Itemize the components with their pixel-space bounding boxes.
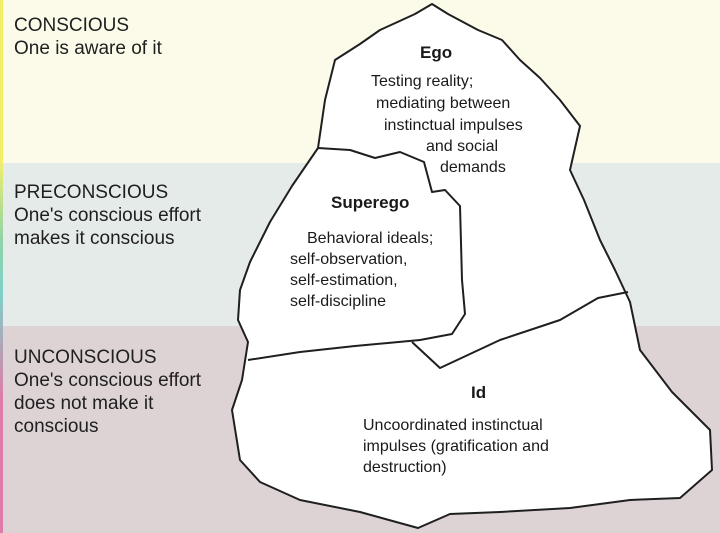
- preconscious-label: PRECONSCIOUS One's conscious effort make…: [14, 181, 201, 250]
- id-title: Id: [471, 383, 487, 402]
- unconscious-label: UNCONSCIOUS One's conscious effort does …: [14, 346, 201, 438]
- id-line-2: impulses (gratification and: [363, 438, 549, 455]
- conscious-description: One is aware of it: [14, 38, 162, 59]
- ego-superego-boundary: [247, 147, 466, 361]
- preconscious-description-line-2: makes it conscious: [14, 228, 175, 249]
- unconscious-description-line-2: does not make it: [14, 393, 154, 414]
- superego-line-3: self-estimation,: [290, 272, 398, 289]
- ego-id-boundary: [411, 291, 629, 369]
- unconscious-title: UNCONSCIOUS: [14, 347, 157, 368]
- ego-title: Ego: [420, 43, 453, 62]
- ego-line-2: mediating between: [376, 95, 511, 112]
- conscious-label: CONSCIOUS One is aware of it: [14, 14, 162, 60]
- superego-line-2: self-observation,: [290, 251, 408, 268]
- ego-line-5: demands: [440, 159, 506, 176]
- preconscious-description-line-1: One's conscious effort: [14, 205, 202, 226]
- unconscious-description-line-3: conscious: [14, 416, 99, 437]
- ego-line-4: and social: [426, 138, 499, 155]
- superego-title: Superego: [331, 193, 410, 212]
- ego-line-1: Testing reality;: [371, 73, 474, 90]
- superego-line-1: Behavioral ideals;: [307, 230, 434, 247]
- id-line-1: Uncoordinated instinctual: [363, 417, 543, 434]
- ego-line-3: instinctual impulses: [384, 117, 523, 134]
- color-edge-strip: [0, 0, 3, 533]
- iceberg-outline: [231, 3, 713, 529]
- preconscious-title: PRECONSCIOUS: [14, 182, 169, 203]
- superego-line-4: self-discipline: [290, 293, 387, 310]
- conscious-title: CONSCIOUS: [14, 15, 130, 36]
- unconscious-description-line-1: One's conscious effort: [14, 370, 202, 391]
- id-line-3: destruction): [363, 459, 447, 476]
